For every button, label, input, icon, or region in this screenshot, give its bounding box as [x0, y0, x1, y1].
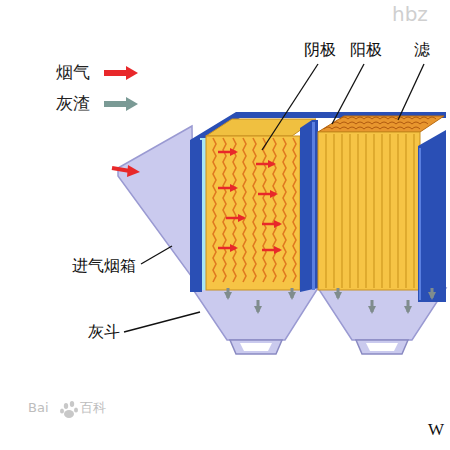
anode-tubes-front	[318, 132, 420, 290]
cathode-wires	[213, 138, 296, 282]
hopper-hole	[366, 343, 398, 351]
part-label: 阴极	[304, 40, 336, 59]
hopper-hole	[240, 343, 272, 351]
housing-panel	[418, 130, 446, 302]
anode-top	[318, 116, 444, 132]
legend-text: 灰渣	[56, 93, 90, 113]
ash-arrowhead	[126, 97, 138, 111]
cathode-plates	[206, 136, 300, 290]
inlet-arrow	[112, 168, 130, 171]
cathode-top	[206, 119, 316, 136]
flue-gas-arrow	[104, 70, 128, 76]
figure-letter: W	[428, 420, 444, 440]
anode-tubes	[324, 117, 436, 129]
hopper-outlet	[230, 340, 282, 354]
ash-arrows	[228, 288, 432, 312]
hopper-outlet	[356, 340, 408, 354]
panel-edge	[419, 148, 421, 300]
flue-gas-arrowhead	[126, 66, 138, 80]
part-label: 灰斗	[88, 322, 120, 341]
watermark-paw	[60, 401, 78, 418]
inlet-arrowhead	[127, 165, 140, 177]
housing-panel	[190, 140, 202, 292]
legend-text: 烟气	[56, 62, 90, 82]
part-label: 阳极	[350, 40, 382, 59]
panel-edge	[312, 122, 315, 290]
leader-lines	[124, 64, 424, 332]
watermark: Bai	[28, 400, 49, 416]
part-label: 进气烟箱	[72, 256, 136, 275]
ash-arrow	[104, 101, 128, 107]
gas-flow-arrows	[218, 152, 280, 250]
watermark: 百科	[80, 400, 106, 416]
watermark: hbz	[392, 2, 428, 26]
anode-tube-lines	[326, 134, 414, 288]
part-label: 滤	[414, 40, 430, 59]
ash-hopper	[192, 288, 318, 340]
housing-panel	[300, 120, 318, 292]
